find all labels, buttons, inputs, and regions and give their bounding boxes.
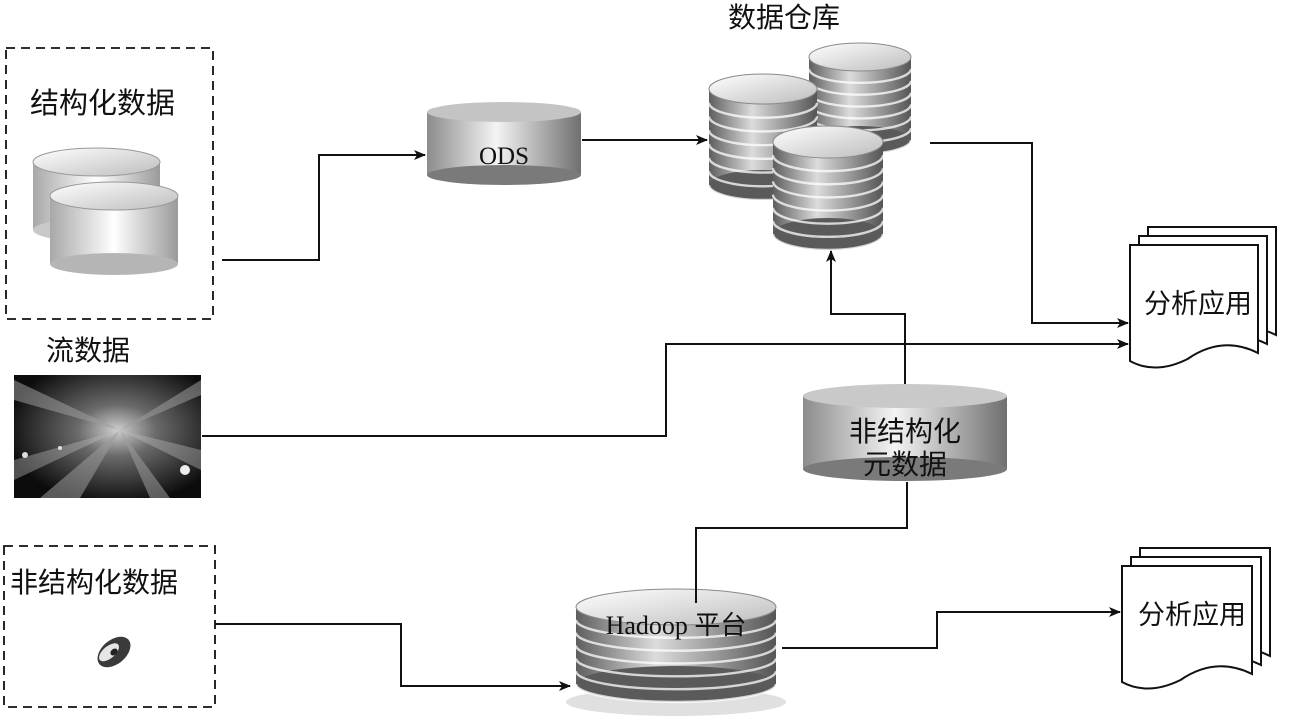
- stream-data-group: 流数据: [14, 334, 201, 498]
- unstructured-data-box: [3, 545, 216, 708]
- warehouse-database-icon-front: [771, 125, 885, 252]
- unstructured-metadata-label-line1: 非结构化: [849, 415, 961, 448]
- document-stack-icon: [1129, 226, 1277, 369]
- analysis-app-top-label: 分析应用: [1144, 289, 1252, 320]
- hadoop-label: Hadoop 平台: [606, 611, 747, 640]
- analysis-app-bottom: 分析应用: [1121, 547, 1271, 690]
- analysis-app-top: 分析应用: [1129, 226, 1277, 369]
- hadoop-disk-stack: [574, 588, 778, 704]
- document-stack-icon: [1121, 547, 1271, 690]
- hadoop-platform-node: Hadoop 平台: [566, 588, 786, 716]
- ods-node: ODS: [427, 102, 581, 185]
- ods-label: ODS: [479, 143, 529, 170]
- data-warehouse-group: 数据仓库: [707, 1, 913, 252]
- unstructured-data-group: 非结构化数据: [3, 545, 216, 708]
- unstructured-metadata-node: 非结构化 元数据: [803, 384, 1007, 481]
- edge-hadoop-to-analysis: [782, 607, 1121, 649]
- analysis-app-bottom-label: 分析应用: [1138, 600, 1246, 631]
- connectors: [202, 135, 1129, 691]
- edge-structured-to-ods: [222, 150, 426, 261]
- disc-icon: [97, 636, 131, 668]
- structured-data-label: 结构化数据: [30, 86, 175, 120]
- structured-database-icon: [32, 147, 179, 275]
- unstructured-metadata-label-line2: 元数据: [863, 448, 947, 481]
- edge-stream-to-analysis: [202, 339, 1129, 437]
- structured-data-group: 结构化数据: [5, 47, 214, 320]
- data-warehouse-label: 数据仓库: [728, 1, 840, 34]
- edge-metadata-to-warehouse: [826, 250, 906, 384]
- edge-unstructured-to-hadoop: [215, 623, 571, 691]
- edge-hadoop-to-metadata: [695, 482, 908, 603]
- unstructured-data-label: 非结构化数据: [10, 566, 178, 599]
- stream-image: [14, 375, 201, 498]
- stream-data-label: 流数据: [46, 334, 130, 367]
- edge-warehouse-to-analysis: [930, 142, 1129, 328]
